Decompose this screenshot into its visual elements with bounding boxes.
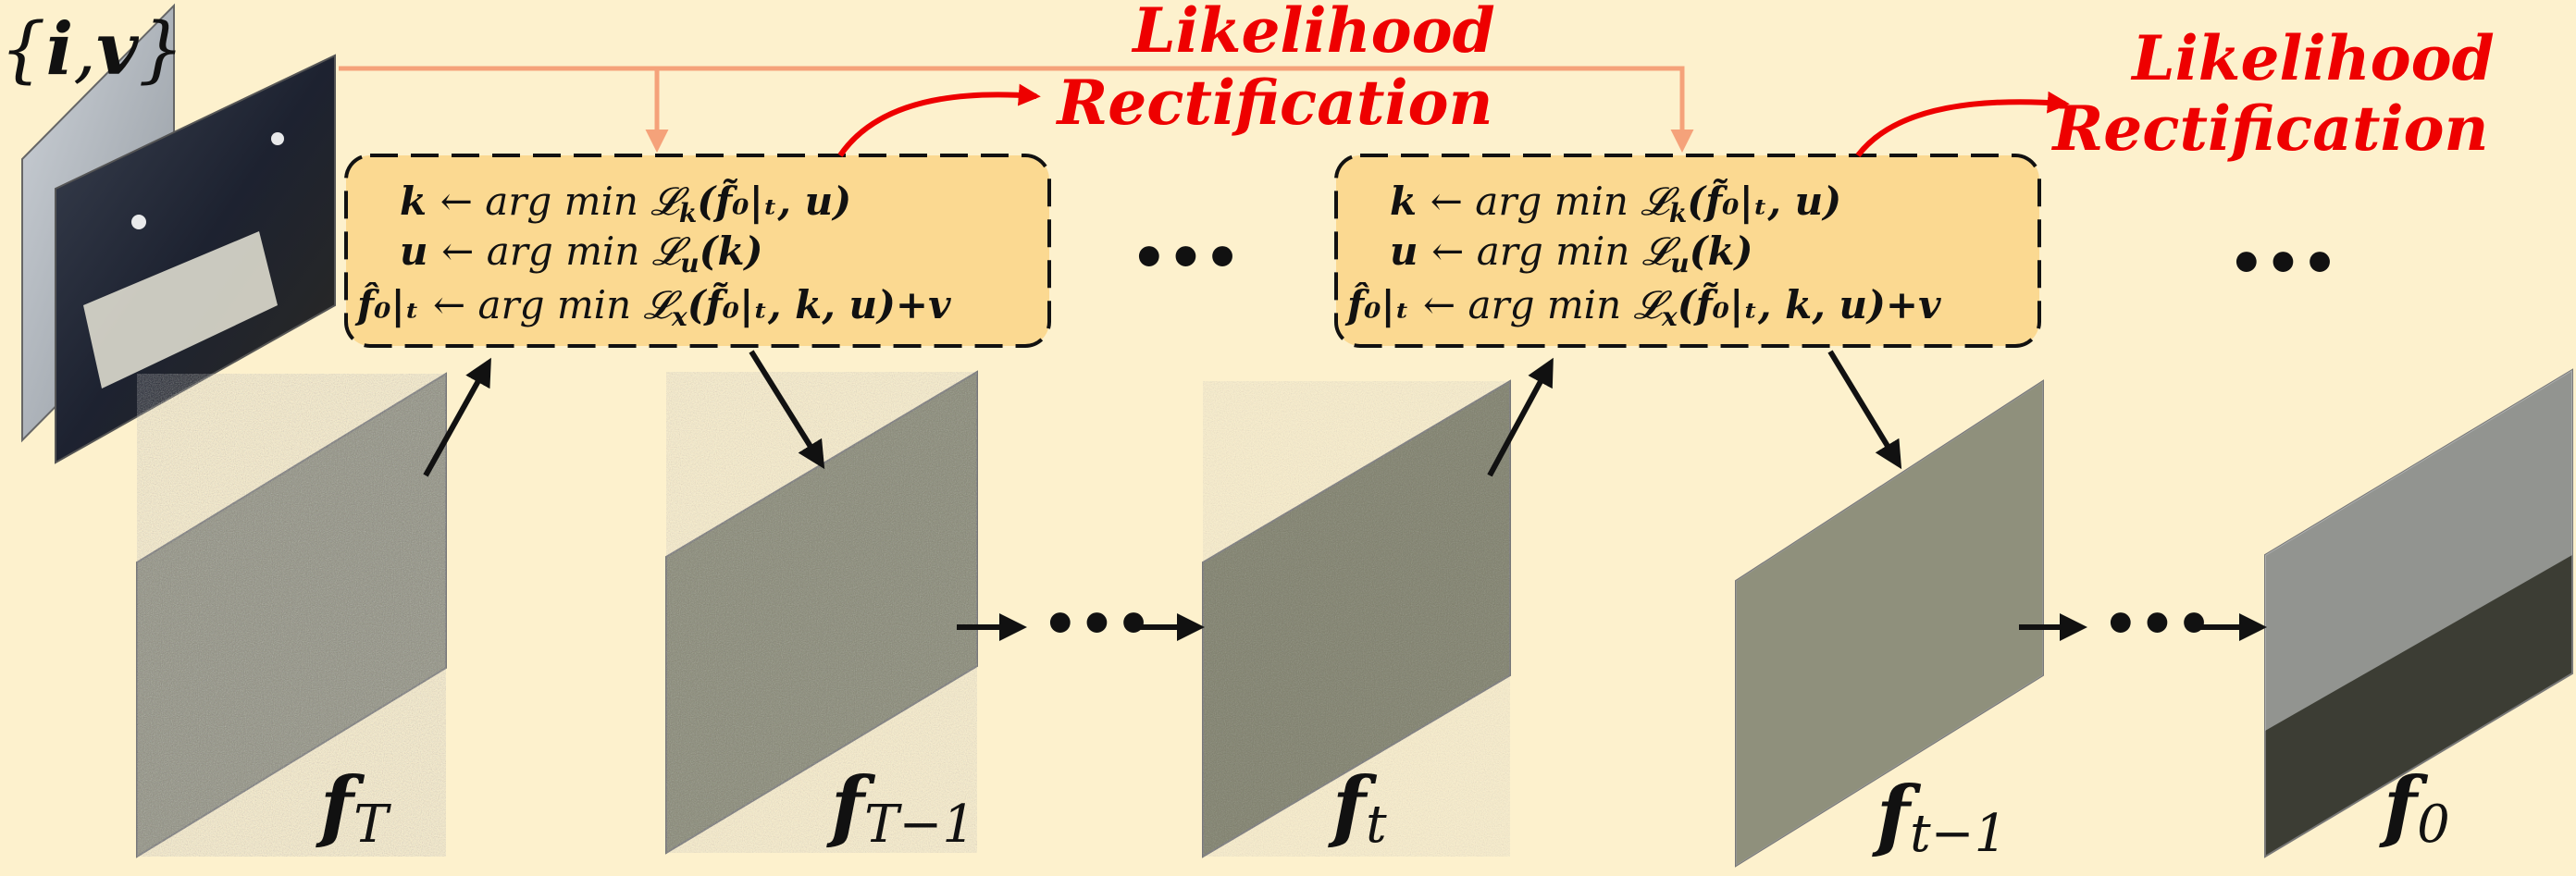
update-box-2: k ← arg min 𝓛k(f̃₀|ₜ, u) u ← arg min 𝓛u(… [1334, 154, 2041, 348]
chain-T-1-to-t: ••• [957, 590, 1205, 658]
frame-f-t-minus-1 [1735, 379, 2044, 868]
chain-t-1-to-0: ••• [2019, 590, 2267, 658]
update-line-f: f̂₀|ₜ ← arg min 𝓛x(f̃₀|ₜ, k, u)+v [1344, 280, 1941, 332]
rectification-arrow [1855, 91, 2070, 157]
frame-f-t [1202, 379, 1511, 858]
frame-label-0: f0 [2379, 759, 2450, 855]
street-light [271, 132, 284, 145]
rectification-1: Likelihood Rectification [837, 0, 1495, 157]
street-light [131, 215, 146, 229]
arrow-box2-to-ft-1 [1827, 350, 1902, 470]
arrow-box1-to-fT-1 [749, 350, 825, 470]
input-feed-lines [339, 66, 1694, 153]
frame-f-0 [2264, 368, 2573, 858]
ellipsis-top-1: ••• [1131, 224, 1241, 291]
rectification-arrow [837, 83, 1041, 157]
rectification-label: Likelihood [1131, 0, 1495, 67]
input-label: {i,v} [0, 7, 184, 92]
rectification-label: Likelihood [2130, 22, 2495, 94]
arrow-ft-to-box2 [1487, 357, 1554, 477]
frame-label-t: ft [1328, 759, 1387, 855]
feed-arrow-main [339, 66, 1694, 153]
frame-label-T-minus-1: fT−1 [826, 759, 975, 855]
ellipsis-top-2: ••• [2228, 229, 2338, 297]
chain-ellipsis: ••• [1042, 590, 1152, 658]
rectification-2: Likelihood Rectification [1855, 22, 2495, 165]
chain-ellipsis: ••• [2102, 590, 2212, 658]
frame-label-t-minus-1: ft−1 [1872, 769, 2007, 864]
rectification-label-line2: Rectification [1055, 67, 1492, 139]
frame-f-T [136, 372, 447, 858]
truck-shape [83, 231, 278, 389]
rectification-label-line2: Rectification [2050, 93, 2488, 165]
update-line-f: f̂₀|ₜ ← arg min 𝓛x(f̃₀|ₜ, k, u)+v [354, 280, 951, 332]
update-line-k: k ← arg min 𝓛k(f̃₀|ₜ, u) [400, 178, 851, 228]
arrow-fT-to-box1 [423, 357, 491, 477]
frame-label-T: fT [316, 759, 391, 855]
frame-f-T-minus-1 [665, 370, 978, 855]
update-box-1: k ← arg min 𝓛k(f̃₀|ₜ, u) u ← arg min 𝓛u(… [344, 154, 1051, 348]
update-line-k: k ← arg min 𝓛k(f̃₀|ₜ, u) [1390, 178, 1841, 228]
update-line-u: u ← arg min 𝓛u(k) [400, 228, 762, 278]
update-line-u: u ← arg min 𝓛u(k) [1390, 228, 1752, 278]
input-image-stack [21, 3, 336, 464]
